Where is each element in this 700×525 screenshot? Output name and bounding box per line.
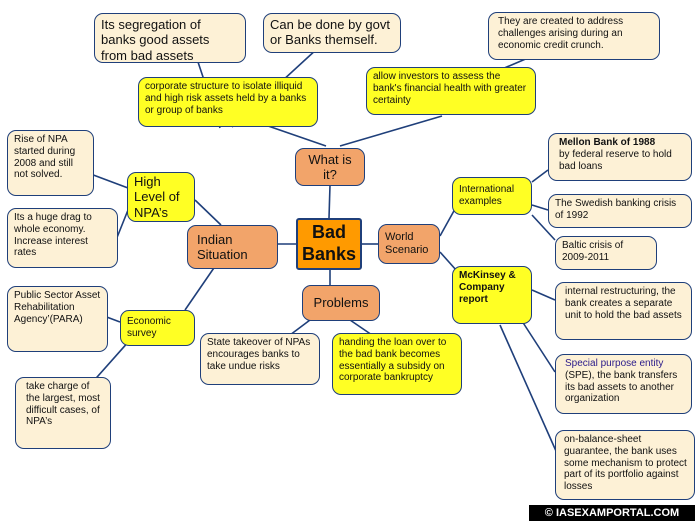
note-on-balance-sheet: on-balance-sheet guarantee, the bank use… xyxy=(555,430,695,500)
note-baltic-crisis: Baltic crisis of 2009-2011 xyxy=(555,236,657,270)
note-npa-rise: Rise of NPA started during 2008 and stil… xyxy=(7,130,94,196)
note-govt-or-banks: Can be done by govt or Banks themself. xyxy=(263,13,401,53)
note-corporate-structure: corporate structure to isolate illiquid … xyxy=(138,77,318,127)
mellon-text: by federal reserve to hold bad loans xyxy=(559,148,672,172)
spe-text: (SPE), the bank transfers its bad assets… xyxy=(565,369,678,405)
branch-what-is-it: What is it? xyxy=(295,148,365,186)
note-para: Public Sector Asset Rehabilitation Agenc… xyxy=(7,286,108,352)
center-node-bad-banks: Bad Banks xyxy=(296,218,362,270)
note-internal-restructuring: internal restructuring, the bank creates… xyxy=(555,282,692,340)
heading-mckinsey-report: McKinsey & Company report xyxy=(452,266,532,324)
branch-indian-situation: Indian Situation xyxy=(187,225,278,269)
heading-international-examples: International examples xyxy=(452,177,532,215)
note-state-takeover: State takeover of NPAs encourages banks … xyxy=(200,333,320,385)
note-credit-crunch: They are created to address challenges a… xyxy=(488,12,660,60)
note-npa-drag: Its a huge drag to whole economy. Increa… xyxy=(7,208,118,268)
branch-problems: Problems xyxy=(302,285,380,321)
note-special-purpose-entity: Special purpose entity (SPE), the bank t… xyxy=(555,354,692,414)
note-segregation: Its segregation of banks good assets fro… xyxy=(94,13,246,63)
heading-high-level-npa: High Level of NPA’s xyxy=(127,172,195,222)
branch-what-is-it-label: What is it? xyxy=(308,151,352,182)
branch-indian-line1: Indian xyxy=(197,231,233,247)
branch-indian-line2: Situation xyxy=(197,247,248,262)
note-mellon-bank: Mellon Bank of 1988 by federal reserve t… xyxy=(548,133,692,181)
spe-title: Special purpose entity xyxy=(565,358,664,369)
note-swedish-crisis: The Swedish banking crisis of 1992 xyxy=(548,194,692,228)
mellon-title: Mellon Bank of 1988 xyxy=(559,137,656,148)
copyright-banner: © IASEXAMPORTAL.COM xyxy=(529,505,695,521)
branch-problems-label: Problems xyxy=(313,295,369,311)
branch-world-line1: World xyxy=(385,231,414,244)
note-allow-investors: allow investors to assess the bank's fin… xyxy=(366,67,536,115)
center-title-line2: Banks xyxy=(301,244,357,264)
branch-world-scenario: World Scenario xyxy=(378,224,440,264)
note-take-charge: take charge of the largest, most difficu… xyxy=(15,377,111,449)
note-handing-loan: handing the loan over to the bad bank be… xyxy=(332,333,462,395)
heading-economic-survey: Economic survey xyxy=(120,310,195,346)
center-title-line1: Bad xyxy=(311,222,346,243)
branch-world-line2: Scenario xyxy=(385,244,429,256)
